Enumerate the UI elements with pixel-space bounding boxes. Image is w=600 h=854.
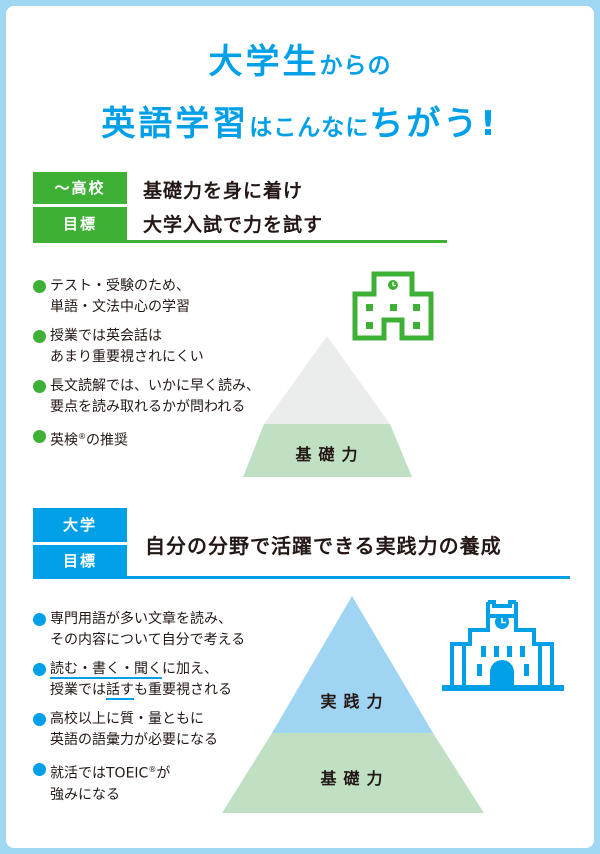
headline-line-2: 英語学習はこんなにちがう! xyxy=(0,96,600,145)
university-goal: 自分の分野で活躍できる実践力の養成 xyxy=(145,534,502,558)
bullet-text: 長文読解では、いかに早く読み、 xyxy=(50,378,260,394)
text-segment: 授業では xyxy=(50,682,106,698)
list-item: 英検®の推奨 xyxy=(33,426,260,452)
pyramid-top-label: 実践力 xyxy=(320,692,390,711)
text-segment: 英検 xyxy=(50,432,78,449)
underlined-text: 読む・書く・聞く xyxy=(50,661,162,679)
headline-text: からの xyxy=(319,53,392,79)
list-item: テスト・受験のため、 単語・文法中心の学習 xyxy=(33,276,260,318)
underlined-text: 話す xyxy=(106,682,134,700)
list-item: 授業では英会話は あまり重要視されにくい xyxy=(33,326,260,368)
list-item: 専門用語が多い文章を読み、 その内容について自分で考える xyxy=(33,609,245,651)
bullet-dot-icon xyxy=(33,380,46,393)
text-segment: が xyxy=(156,765,171,782)
headline-emphasis: ちがう! xyxy=(369,104,499,144)
university-bullet-list: 専門用語が多い文章を読み、 その内容について自分で考える 読む・書く・聞くに加え… xyxy=(33,609,245,814)
bullet-dot-icon xyxy=(33,663,46,676)
university-building-icon xyxy=(442,600,564,691)
bullet-text: あまり重要視されにくい xyxy=(50,349,204,365)
bullet-text: 英語の語彙力が必要になる xyxy=(50,732,218,748)
registered-mark: ® xyxy=(148,765,157,774)
bullet-text: 高校以上に質・量ともに xyxy=(50,711,204,727)
bullet-text: 就活ではTOEIC®が xyxy=(50,759,245,785)
bullet-text: 授業では英会話は xyxy=(50,328,162,344)
bullet-dot-icon xyxy=(33,330,46,343)
bullet-text: テスト・受験のため、 xyxy=(50,278,190,294)
bullet-dot-icon xyxy=(33,280,46,293)
headline-text: はこんなに xyxy=(249,115,370,141)
bullet-text: 専門用語が多い文章を読み、 xyxy=(50,611,232,627)
bullet-text: 読む・書く・聞くに加え、 xyxy=(50,659,245,680)
pyramid-base-label: 基礎力 xyxy=(320,769,390,788)
pyramid-base-label: 基礎力 xyxy=(295,445,365,464)
bullet-text: 授業では話すも重要視される xyxy=(50,680,245,701)
bullet-dot-icon xyxy=(33,430,46,443)
list-item: 読む・書く・聞くに加え、 授業では話すも重要視される xyxy=(33,659,245,701)
university-divider xyxy=(33,576,570,579)
highschool-divider xyxy=(33,240,447,243)
list-item: 長文読解では、いかに早く読み、 要点を読み取れるかが問われる xyxy=(33,376,260,418)
highschool-bullet-list: テスト・受験のため、 単語・文法中心の学習 授業では英会話は あまり重要視されに… xyxy=(33,276,260,460)
bullet-text: 英検®の推奨 xyxy=(50,426,260,452)
list-item: 高校以上に質・量ともに 英語の語彙力が必要になる xyxy=(33,709,245,751)
highschool-tag: 〜高校 xyxy=(33,172,127,204)
bullet-dot-icon xyxy=(33,613,46,626)
school-building-icon xyxy=(352,271,434,341)
bullet-dot-icon xyxy=(33,763,46,776)
foundation-pyramid xyxy=(243,336,412,477)
headline-emphasis: 大学生 xyxy=(208,42,320,82)
headline-emphasis: 英語学習 xyxy=(101,104,250,144)
bullet-text: 要点を読み取れるかが問われる xyxy=(50,399,246,415)
headline-line-1: 大学生からの xyxy=(0,34,600,83)
registered-mark: ® xyxy=(78,432,86,441)
highschool-goal-tag: 目標 xyxy=(33,207,127,242)
highschool-goal-line-1: 基礎力を身に着け xyxy=(143,180,304,202)
university-tag: 大学 xyxy=(33,508,127,542)
bullet-text: その内容について自分で考える xyxy=(50,632,246,648)
text-segment: も重要視される xyxy=(134,682,232,698)
university-goal-tag: 目標 xyxy=(33,545,127,578)
bullet-dot-icon xyxy=(33,713,46,726)
text-segment: の推奨 xyxy=(86,432,128,449)
text-segment: に加え、 xyxy=(162,661,218,677)
bullet-text: 強みになる xyxy=(50,786,120,803)
highschool-goal-line-2: 大学入試で力を試す xyxy=(143,214,324,236)
bullet-text: 単語・文法中心の学習 xyxy=(50,299,190,315)
practical-skills-pyramid xyxy=(222,596,484,813)
list-item: 就活ではTOEIC®が 強みになる xyxy=(33,759,245,806)
text-segment: 就活ではTOEIC xyxy=(50,765,149,782)
